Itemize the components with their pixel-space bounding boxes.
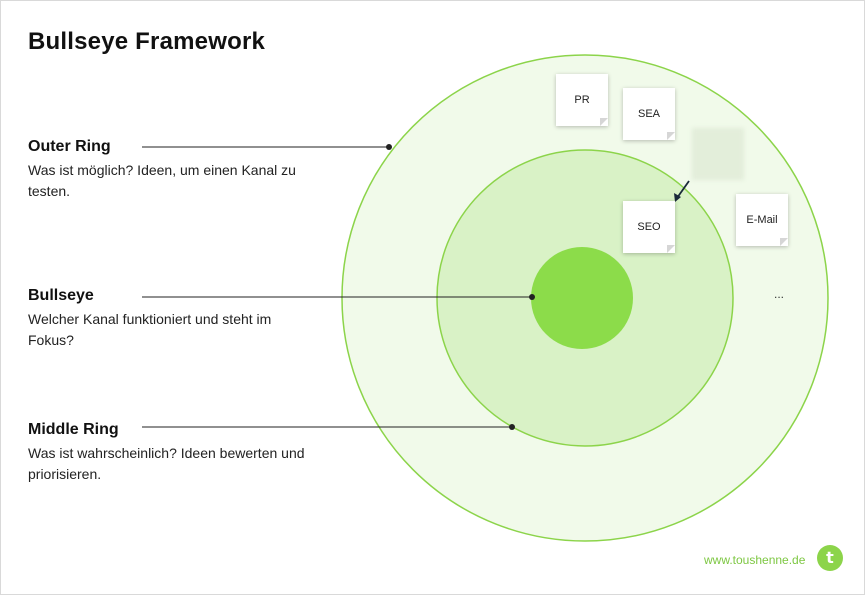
middle-ring-title: Middle Ring	[28, 421, 119, 438]
note-sea[interactable]: SEA	[623, 88, 675, 140]
page-title: Bullseye Framework	[28, 28, 266, 55]
outer-ring-title: Outer Ring	[28, 138, 111, 155]
bullseye-label: Bullseye Welcher Kanal funktioniert und …	[28, 287, 308, 351]
middle-ring-leader-dot	[509, 424, 515, 430]
bullseye-title: Bullseye	[28, 287, 94, 304]
brand-logo-icon: t	[817, 545, 843, 571]
bullseye-description: Welcher Kanal funktioniert und steht im …	[28, 311, 272, 348]
note-pr-label: PR	[574, 94, 590, 106]
note-email-label: E-Mail	[746, 214, 778, 226]
note-drag-ghost	[692, 128, 744, 180]
outer-ring-leader-dot	[386, 144, 392, 150]
middle-ring-description: Was ist wahrscheinlich? Ideen bewerten u…	[28, 445, 305, 482]
note-seo[interactable]: SEO	[623, 201, 675, 253]
outer-ring-description: Was ist möglich? Ideen, um einen Kanal z…	[28, 162, 296, 199]
note-sea-label: SEA	[637, 108, 660, 120]
move-arrow-head	[674, 193, 681, 202]
middle-ring-label: Middle Ring Was ist wahrscheinlich? Idee…	[28, 421, 308, 485]
outer-ring-label: Outer Ring Was ist möglich? Ideen, um ei…	[28, 138, 308, 202]
note-email[interactable]: E-Mail	[736, 194, 788, 246]
bullseye-center	[531, 247, 633, 349]
bullseye-leader-dot	[529, 294, 535, 300]
brand-logo-letter: t	[826, 548, 834, 567]
more-channels-ellipsis: ...	[774, 287, 785, 301]
note-seo-label: SEO	[637, 221, 661, 233]
footer-url-link[interactable]: www.toushenne.de	[704, 553, 806, 567]
move-arrow-shaft	[676, 180, 690, 199]
note-pr[interactable]: PR	[556, 74, 608, 126]
